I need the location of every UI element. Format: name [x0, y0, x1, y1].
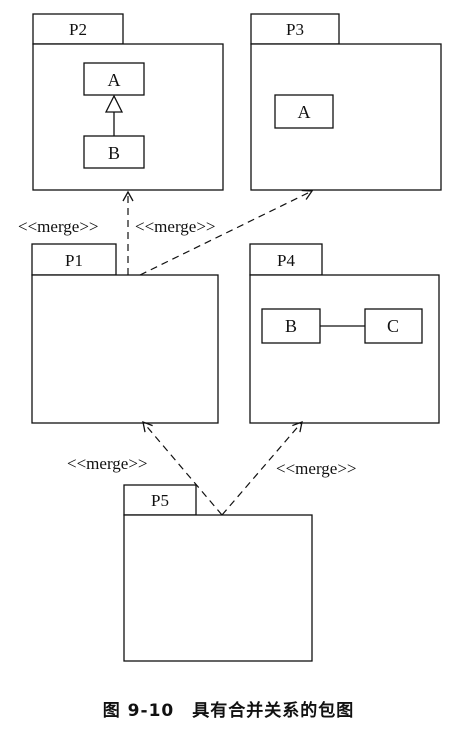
package-p4-name: P4: [277, 251, 295, 270]
package-p5-body: [123, 514, 313, 662]
package-p2-tab: [32, 13, 124, 45]
merge-p5-to-p4-line: [221, 420, 303, 516]
p4-class-c: [364, 308, 423, 344]
package-p1-tab: [31, 243, 117, 276]
p3-class-a-label: A: [298, 102, 311, 122]
package-p4-body: [249, 274, 440, 424]
package-p3-name: P3: [286, 20, 304, 39]
package-p4: P4 B C: [249, 243, 440, 424]
merge-label-p1-p3: <<merge>>: [135, 217, 216, 236]
p2-class-b: [83, 135, 145, 169]
p3-class-a: [274, 94, 334, 129]
package-p5: P5: [123, 484, 313, 662]
package-p1: P1: [31, 243, 219, 424]
package-p4-tab: [249, 243, 323, 276]
package-p2-name: P2: [69, 20, 87, 39]
merge-label-p1-p2: <<merge>>: [18, 217, 99, 236]
figure-caption: 图 9-10 具有合并关系的包图: [102, 701, 355, 721]
package-p1-name: P1: [65, 251, 83, 270]
p4-class-b: [261, 308, 321, 344]
p2-class-a-label: A: [108, 70, 121, 90]
merge-label-p5-p1: <<merge>>: [67, 454, 148, 473]
package-diagram: P2 A B P3 A P1 P4 B C P5: [18, 13, 442, 662]
merge-p1-to-p3-line: [139, 189, 314, 276]
package-p5-name: P5: [151, 491, 169, 510]
p4-class-c-label: C: [387, 316, 399, 336]
package-p2: P2 A B: [32, 13, 224, 191]
package-p3: P3 A: [250, 13, 442, 191]
p4-class-b-label: B: [285, 316, 297, 336]
merge-p5-to-p1-line: [142, 420, 223, 516]
package-p1-body: [31, 274, 219, 424]
p2-class-b-label: B: [108, 143, 120, 163]
package-p5-tab: [123, 484, 197, 516]
merge-label-p5-p4: <<merge>>: [276, 459, 357, 478]
